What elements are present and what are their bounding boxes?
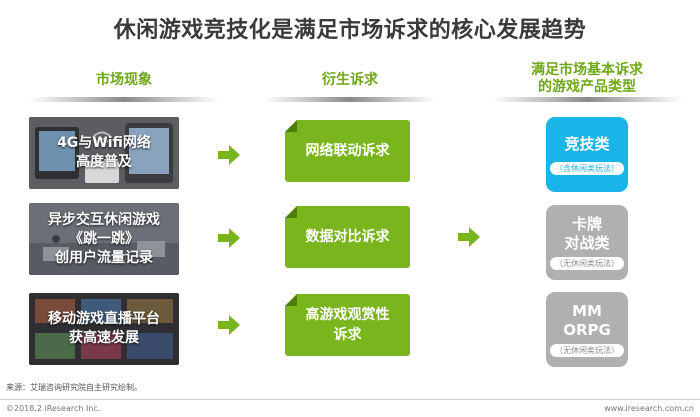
arrow-right-icon <box>218 228 240 248</box>
product-type-tag: （无休闲类玩法） <box>550 344 624 357</box>
corner-fold-shadow <box>285 294 297 306</box>
phenomenon-live-streaming: 移动游戏直播平台 获高速发展 <box>29 293 179 365</box>
footer-divider <box>0 399 700 400</box>
product-type-label: MM <box>572 302 602 320</box>
demand-network-linkage: 网络联动诉求 <box>285 120 410 182</box>
header-divider <box>492 97 682 102</box>
copyright: ©2018.2 iResearch Inc. <box>6 404 101 413</box>
phenomenon-network: 4G与Wifi网络 高度普及 <box>29 117 179 189</box>
phenomenon-label: 高度普及 <box>76 154 132 170</box>
phenomenon-label: 获高速发展 <box>69 330 139 346</box>
product-type-card-battle: 卡牌 对战类 （无休闲类玩法） <box>546 205 628 280</box>
column-header-demand: 衍生诉求 <box>265 72 435 102</box>
column-header-market: 市场现象 <box>29 72 219 102</box>
demand-label: 诉求 <box>333 327 362 343</box>
phenomenon-label: 创用户流量记录 <box>55 249 153 266</box>
corner-fold-shadow <box>285 206 297 218</box>
product-type-label: 竞技类 <box>564 134 610 153</box>
product-type-label: 卡牌 <box>571 215 602 233</box>
product-type-mmorpg: MM ORPG （无休闲类玩法） <box>546 292 628 367</box>
source-note: 来源：艾瑞咨询研究院自主研究绘制。 <box>6 383 142 392</box>
product-type-label: ORPG <box>563 321 611 339</box>
arrow-right-icon <box>218 145 240 165</box>
live-streaming-image <box>29 293 179 365</box>
phenomenon-label: 异步交互休闲游戏 <box>48 211 160 228</box>
demand-watchability: 高游戏观赏性 诉求 <box>285 294 410 356</box>
product-type-tag: （含休闲类玩法） <box>550 161 624 175</box>
column-header-product-type-line2: 的游戏产品类型 <box>538 79 636 95</box>
phenomenon-async-game: 异步交互休闲游戏 《跳一跳》 创用户流量记录 <box>29 203 179 275</box>
header-divider <box>265 97 435 102</box>
column-header-product-type: 满足市场基本诉求 的游戏产品类型 <box>492 62 682 102</box>
arrow-right-icon <box>458 227 480 247</box>
network-devices-image <box>29 117 179 189</box>
phenomenon-async-game-text: 异步交互休闲游戏 《跳一跳》 创用户流量记录 <box>29 203 179 275</box>
arrow-right-icon <box>218 315 240 335</box>
phenomenon-network-text: 4G与Wifi网络 高度普及 <box>29 117 179 189</box>
page-title: 休闲游戏竞技化是满足市场诉求的核心发展趋势 <box>113 18 587 43</box>
column-header-demand-label: 衍生诉求 <box>322 72 378 88</box>
phenomenon-label: 《跳一跳》 <box>69 230 139 247</box>
demand-label: 数据对比诉求 <box>305 229 390 245</box>
phenomenon-label: 移动游戏直播平台 <box>48 311 160 327</box>
product-type-label: 对战类 <box>564 234 610 252</box>
demand-label: 高游戏观赏性 <box>305 307 390 323</box>
header-divider <box>29 97 219 102</box>
column-header-market-label: 市场现象 <box>96 72 152 88</box>
website-link[interactable]: www.iresearch.com.cn <box>604 404 694 413</box>
product-type-tag: （无休闲类玩法） <box>550 257 624 270</box>
corner-fold-shadow <box>285 120 297 132</box>
phenomenon-live-streaming-text: 移动游戏直播平台 获高速发展 <box>29 293 179 365</box>
phenomenon-label: 4G与Wifi网络 <box>57 135 151 151</box>
jump-game-image <box>29 203 179 275</box>
product-type-competitive: 竞技类 （含休闲类玩法） <box>546 117 628 192</box>
demand-data-comparison: 数据对比诉求 <box>285 206 410 268</box>
column-header-product-type-line1: 满足市场基本诉求 <box>531 62 643 78</box>
demand-label: 网络联动诉求 <box>305 143 390 159</box>
